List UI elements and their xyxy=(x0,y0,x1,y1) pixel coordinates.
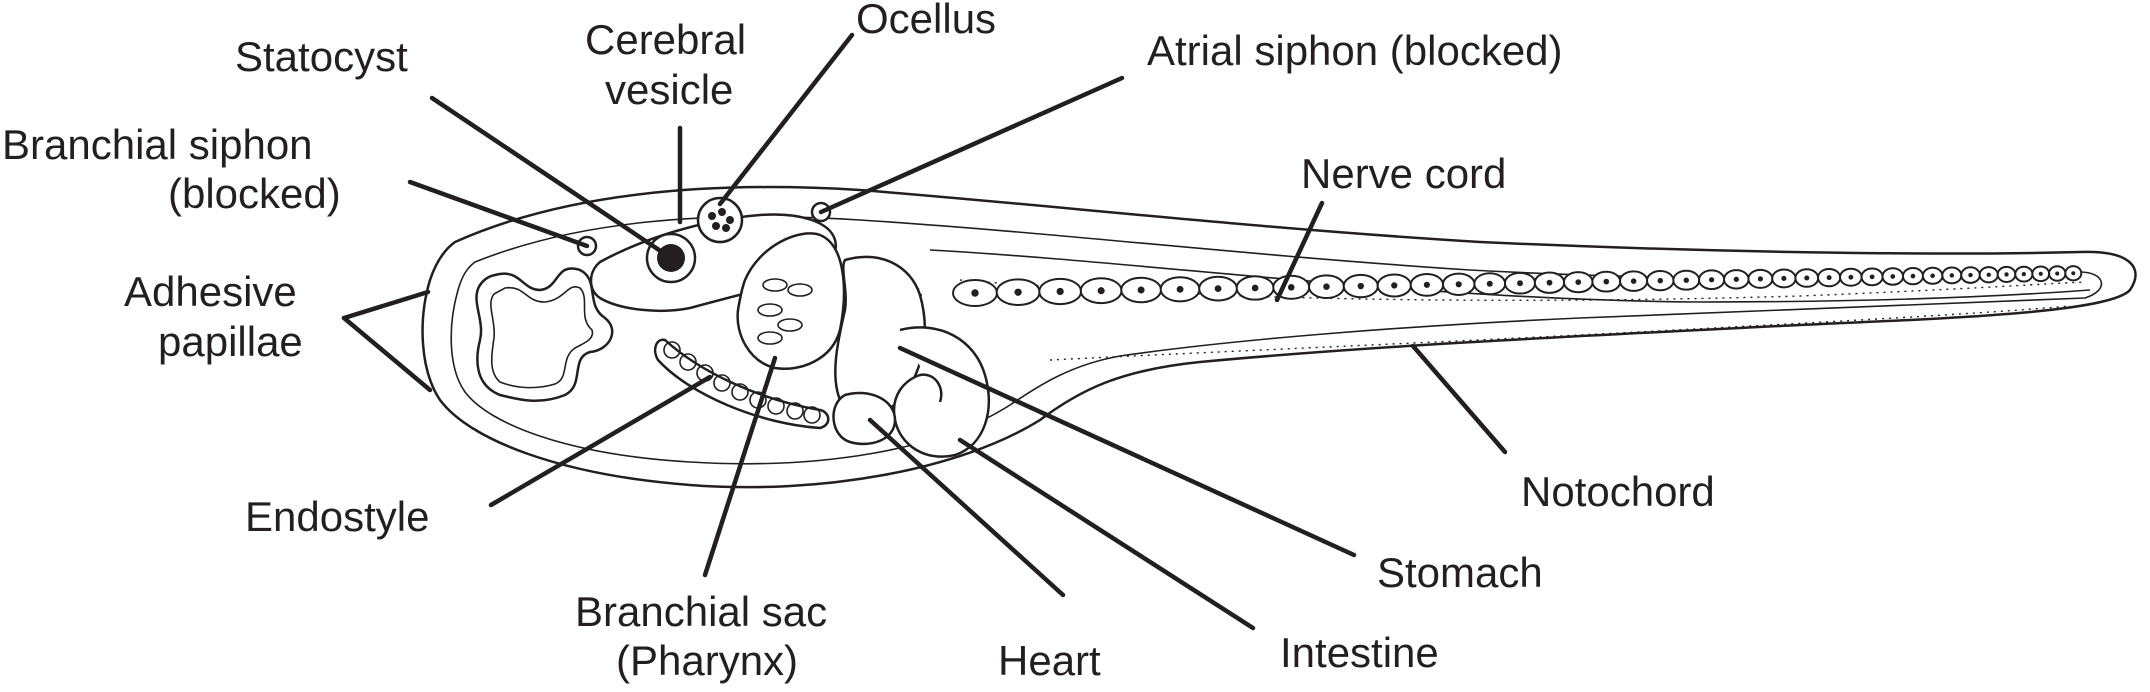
leader-nerve-cord xyxy=(1274,200,1325,303)
notochord-cell-nucleus xyxy=(1930,273,1935,279)
label-cerebral-vesicle-1: Cerebral xyxy=(585,16,746,63)
notochord-cell-nucleus xyxy=(1546,279,1553,286)
leader-lines xyxy=(341,32,1508,631)
notochord-cell-nucleus xyxy=(1391,282,1398,289)
ocellus-pigment xyxy=(708,208,734,232)
label-heart: Heart xyxy=(998,637,1101,684)
ocellus-shape xyxy=(696,196,744,244)
label-ocellus: Ocellus xyxy=(856,0,996,42)
notochord-cell-nucleus xyxy=(1657,277,1664,284)
branchial-sac-shape xyxy=(736,232,846,370)
notochord-cell-nucleus xyxy=(971,289,979,297)
leader-adhesive-lower xyxy=(341,315,433,393)
notochord-cell-nucleus xyxy=(1733,276,1739,282)
intestine-shape xyxy=(892,326,990,458)
leader-adhesive-upper xyxy=(341,289,431,321)
endostyle-shape xyxy=(653,338,830,430)
notochord-cell-nucleus xyxy=(1423,281,1430,288)
notochord-cell-nucleus xyxy=(2071,271,2076,276)
notochord-cell-nucleus xyxy=(2055,271,2060,276)
notochord-cell-nucleus xyxy=(1214,285,1222,293)
notochord-cell-nucleus xyxy=(1781,275,1787,281)
notochord-cell-nucleus xyxy=(1910,273,1916,279)
notochord-cell-nucleus xyxy=(1683,277,1689,283)
label-adhesive-papillae-1: Adhesive xyxy=(124,268,297,315)
notochord-cell-nucleus xyxy=(1137,286,1145,294)
notochord-cell-nucleus xyxy=(1804,275,1810,281)
notochord-cell-nucleus xyxy=(1630,278,1637,284)
notochord-cell-nucleus xyxy=(1323,283,1330,290)
leader-branchial-siphon xyxy=(407,179,590,249)
label-notochord: Notochord xyxy=(1521,468,1715,515)
adhesive-inner xyxy=(490,286,594,389)
notochord-cell-nucleus xyxy=(1251,284,1259,292)
leader-endostyle xyxy=(488,374,713,508)
label-adhesive-papillae-2: papillae xyxy=(158,318,303,365)
body-wall xyxy=(450,215,2103,465)
leader-intestine xyxy=(957,437,1256,631)
notochord-cell-nucleus xyxy=(1826,275,1832,281)
tail-muscle-lower xyxy=(1049,305,2071,361)
notochord-cell-nucleus xyxy=(1968,272,1973,278)
notochord-cell-nucleus xyxy=(1949,273,1955,278)
label-stomach: Stomach xyxy=(1377,549,1543,596)
notochord-cell-nucleus xyxy=(1757,276,1763,282)
tunic-outline xyxy=(421,185,2137,489)
notochord-cell-nucleus xyxy=(1603,278,1610,285)
leader-heart xyxy=(867,417,1066,598)
notochord-cell-nucleus xyxy=(1056,287,1064,296)
notochord-cell-nucleus xyxy=(1986,272,1991,277)
notochord-cell-nucleus xyxy=(1176,285,1184,293)
label-intestine: Intestine xyxy=(1280,629,1439,676)
notochord-cell-nucleus xyxy=(1869,274,1875,280)
label-branchial-siphon-2: (blocked) xyxy=(168,170,341,217)
notochord-cell-nucleus xyxy=(1014,288,1022,296)
notochord-cell-nucleus xyxy=(2021,271,2026,277)
leader-branchial-sac xyxy=(702,355,778,578)
label-statocyst: Statocyst xyxy=(235,33,408,80)
notochord-cell-nucleus xyxy=(2004,272,2009,277)
notochord-cell-nucleus xyxy=(1517,280,1523,287)
notochord-cell-nucleus xyxy=(1097,287,1105,295)
leader-stomach xyxy=(897,345,1357,558)
leader-statocyst xyxy=(429,95,674,261)
notochord-cell-nucleus xyxy=(1848,274,1854,280)
label-branchial-sac-1: Branchial sac xyxy=(575,588,827,635)
label-endostyle: Endostyle xyxy=(245,493,429,540)
leader-ocellus xyxy=(717,32,855,207)
endostyle-cells xyxy=(663,341,821,424)
notochord-cell-nucleus xyxy=(1486,280,1493,287)
notochord-cell-nucleus xyxy=(1890,274,1896,279)
adhesive-papillae-shape xyxy=(475,267,614,403)
notochord-cell-nucleus xyxy=(1357,282,1364,290)
label-branchial-siphon-1: Branchial siphon xyxy=(2,121,313,168)
label-branchial-sac-2: (Pharynx) xyxy=(616,637,798,684)
labels: Statocyst Cerebral vesicle Ocellus Atria… xyxy=(2,0,1715,684)
notochord-cell-nucleus xyxy=(1287,284,1295,291)
leader-notochord xyxy=(1410,343,1508,455)
notochord-cell-nucleus xyxy=(1455,281,1462,288)
label-atrial-siphon: Atrial siphon (blocked) xyxy=(1147,27,1563,74)
notochord-cell-nucleus xyxy=(1575,279,1582,286)
label-nerve-cord: Nerve cord xyxy=(1301,150,1506,197)
leader-atrial-siphon xyxy=(818,75,1125,215)
notochord-cell-nucleus xyxy=(1708,277,1715,283)
notochord xyxy=(952,265,2083,307)
notochord-cell-nucleus xyxy=(2038,271,2043,276)
label-cerebral-vesicle-2: vesicle xyxy=(605,66,733,113)
